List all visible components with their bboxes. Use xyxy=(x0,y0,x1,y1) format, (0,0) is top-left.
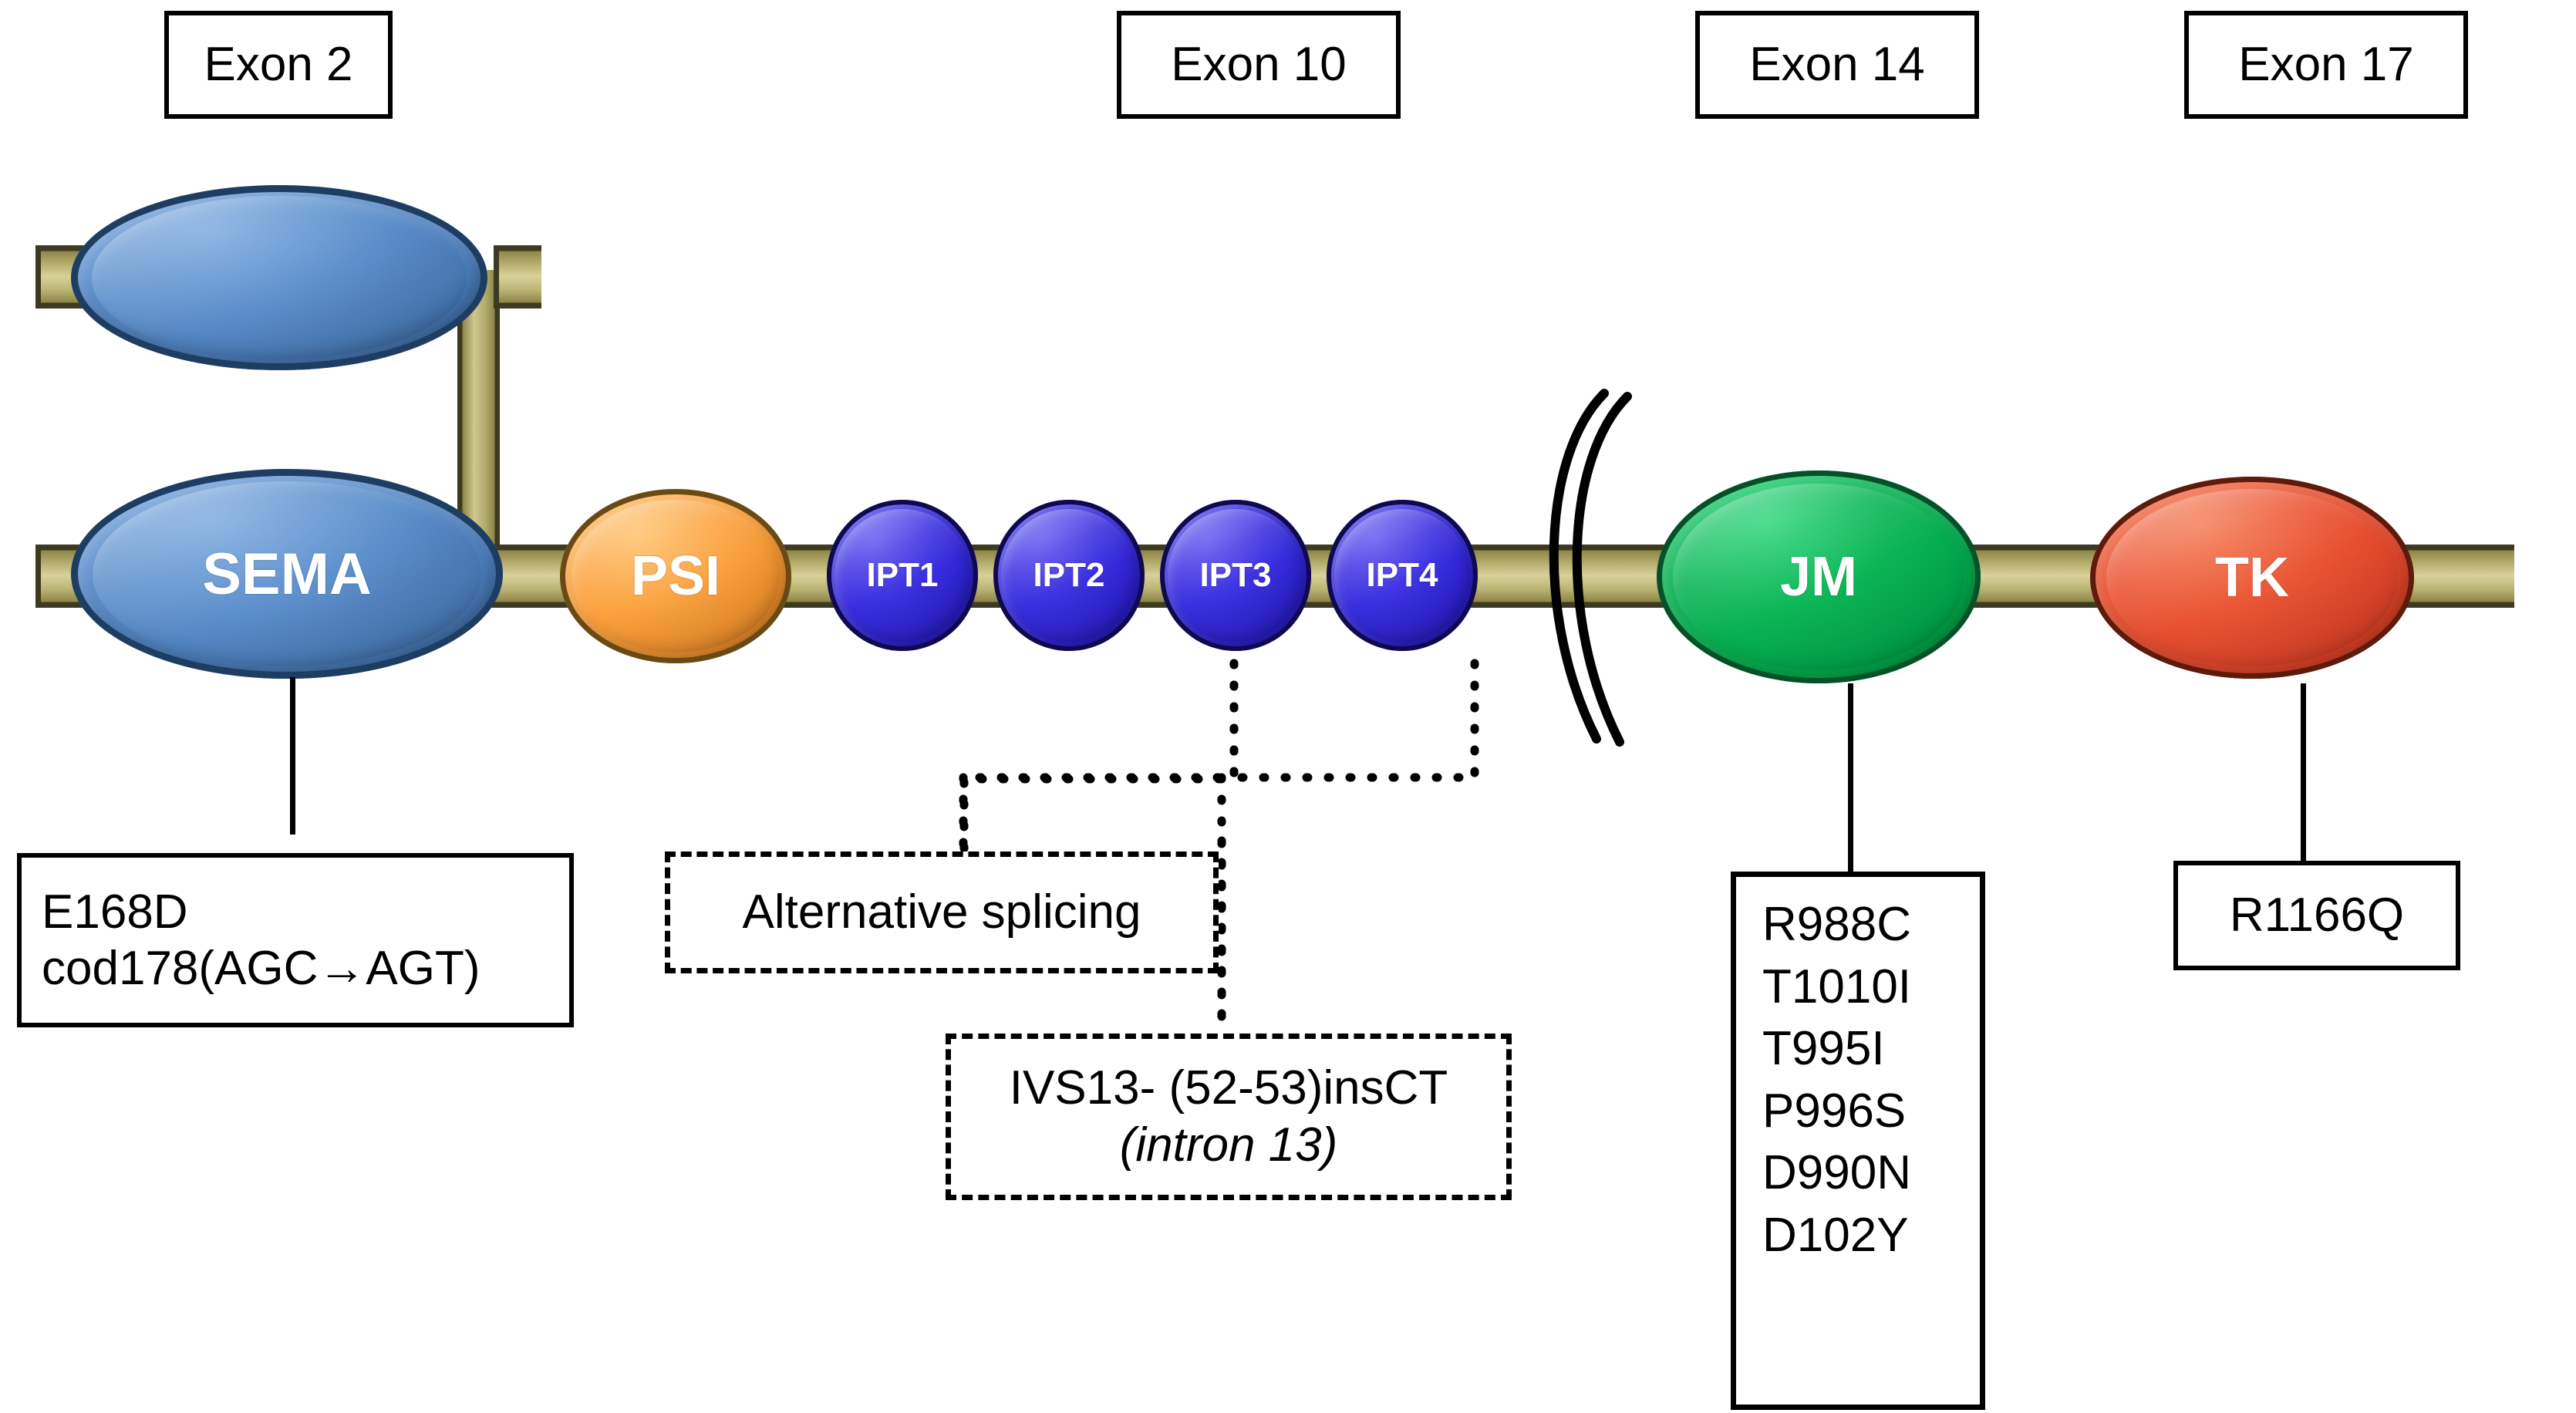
jm-mutation-item: R988C xyxy=(1762,898,1911,951)
exon-label: Exon 14 xyxy=(1749,38,1925,92)
domain-ipt2[interactable]: IPT2 xyxy=(993,500,1145,651)
exon-label: Exon 2 xyxy=(204,38,353,92)
domain-jm[interactable]: JM xyxy=(1657,470,1981,683)
domain-sema-top[interactable] xyxy=(71,185,487,370)
leader-line-tk xyxy=(2301,683,2306,861)
alternative-splicing-label: Alternative splicing xyxy=(742,885,1141,939)
domain-label: PSI xyxy=(630,545,721,607)
jm-mutation-item: D990N xyxy=(1762,1146,1911,1200)
jm-mutation-item: D102Y xyxy=(1762,1208,1909,1262)
exon-box-17: Exon 17 xyxy=(2184,11,2468,119)
intron-mutation-box: IVS13- (52-53)insCT (intron 13) xyxy=(946,1034,1512,1200)
domain-psi[interactable]: PSI xyxy=(560,489,791,663)
domain-label: IPT2 xyxy=(1033,556,1105,594)
domain-label: JM xyxy=(1779,546,1858,608)
domain-ipt4[interactable]: IPT4 xyxy=(1327,500,1478,651)
jm-mutation-box: R988C T1010I T995I P996S D990N D102Y xyxy=(1731,872,1985,1410)
domain-label: IPT1 xyxy=(866,556,939,594)
sema-mutation-line-1: E168D xyxy=(42,885,188,939)
exon-label: Exon 10 xyxy=(1171,38,1347,92)
tk-mutation-label: R1166Q xyxy=(2229,889,2405,943)
sema-mutation-line-2: cod178(AGC→AGT) xyxy=(42,942,480,995)
domain-label: TK xyxy=(2215,547,2289,609)
leader-line-jm xyxy=(1848,683,1853,876)
domain-sema[interactable]: SEMA xyxy=(71,469,503,679)
domain-tk[interactable]: TK xyxy=(2090,477,2414,679)
exon-box-10: Exon 10 xyxy=(1117,11,1401,119)
jm-mutation-item: T995I xyxy=(1762,1022,1885,1076)
domain-ipt1[interactable]: IPT1 xyxy=(827,500,978,651)
domain-ipt3[interactable]: IPT3 xyxy=(1160,500,1311,651)
exon-box-14: Exon 14 xyxy=(1695,11,1979,119)
domain-label: SEMA xyxy=(202,541,372,607)
jm-mutation-item: T1010I xyxy=(1762,959,1912,1013)
domain-label: IPT4 xyxy=(1366,556,1438,594)
tk-mutation-box: R1166Q xyxy=(2173,861,2460,970)
intron-mutation-line-2: (intron 13) xyxy=(1119,1118,1338,1172)
membrane-break-icon xyxy=(1549,389,1632,747)
leader-line-sema xyxy=(290,677,295,835)
exon-label: Exon 17 xyxy=(2238,38,2414,92)
intron-mutation-line-1: IVS13- (52-53)insCT xyxy=(1009,1061,1448,1115)
alternative-splicing-box: Alternative splicing xyxy=(665,852,1219,973)
backbone-stub-upper-right xyxy=(494,245,541,309)
jm-mutation-item: P996S xyxy=(1762,1084,1907,1138)
domain-label: IPT3 xyxy=(1199,556,1272,594)
sema-mutation-box: E168D cod178(AGC→AGT) xyxy=(17,853,574,1027)
exon-box-2: Exon 2 xyxy=(164,11,393,119)
